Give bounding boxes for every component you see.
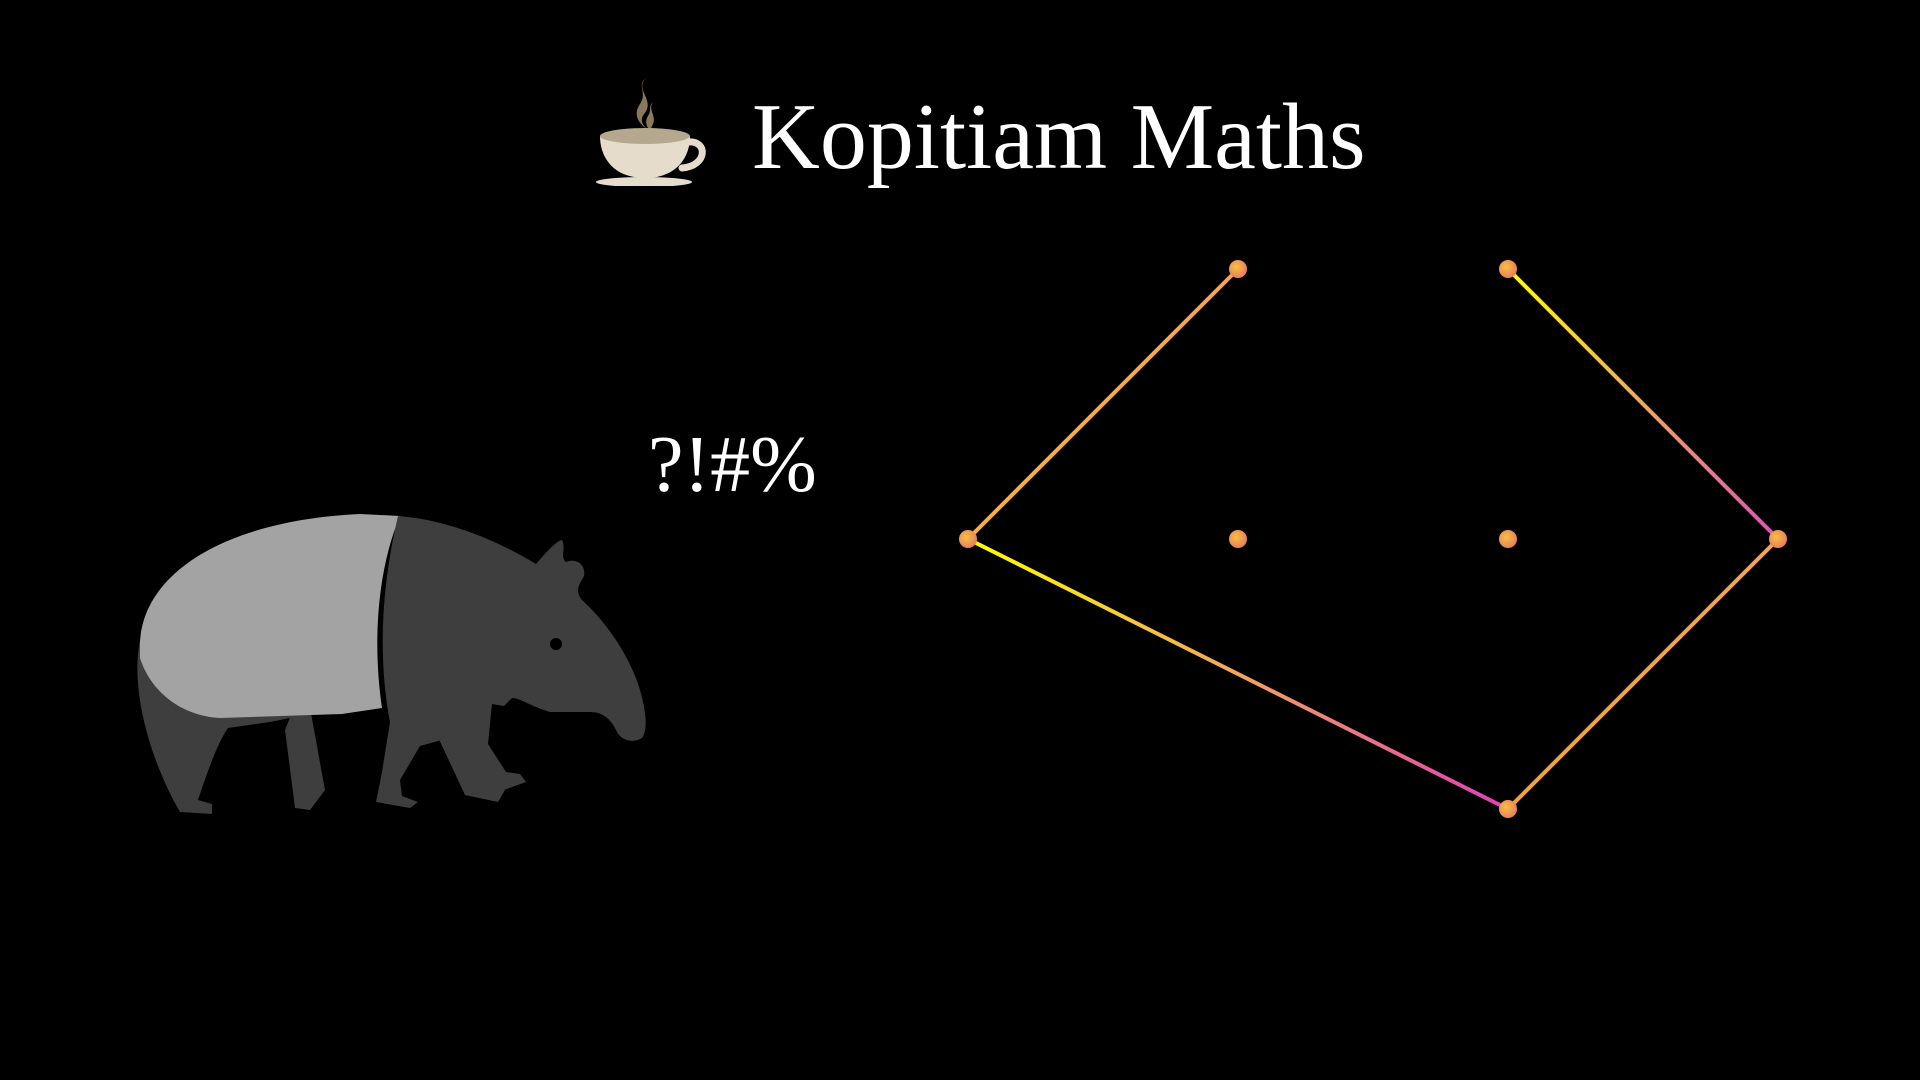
graph-edge — [1506, 267, 1780, 541]
graph-node — [1499, 800, 1517, 818]
header: Kopitiam Maths — [0, 70, 1920, 200]
graph-node — [959, 530, 977, 548]
graph-node — [1499, 530, 1517, 548]
coffee-cup-icon — [596, 78, 706, 186]
tapir-icon — [137, 514, 646, 814]
graph-edge — [966, 537, 1510, 811]
page-title: Kopitiam Maths — [752, 85, 1366, 189]
graph-node — [1229, 530, 1247, 548]
graph-edge — [966, 267, 1240, 541]
graph-node — [1499, 260, 1517, 278]
graph-edge — [1506, 537, 1780, 811]
tapir-exclamation: ?!#% — [648, 421, 817, 509]
graph-node — [1229, 260, 1247, 278]
graph-node — [1769, 530, 1787, 548]
